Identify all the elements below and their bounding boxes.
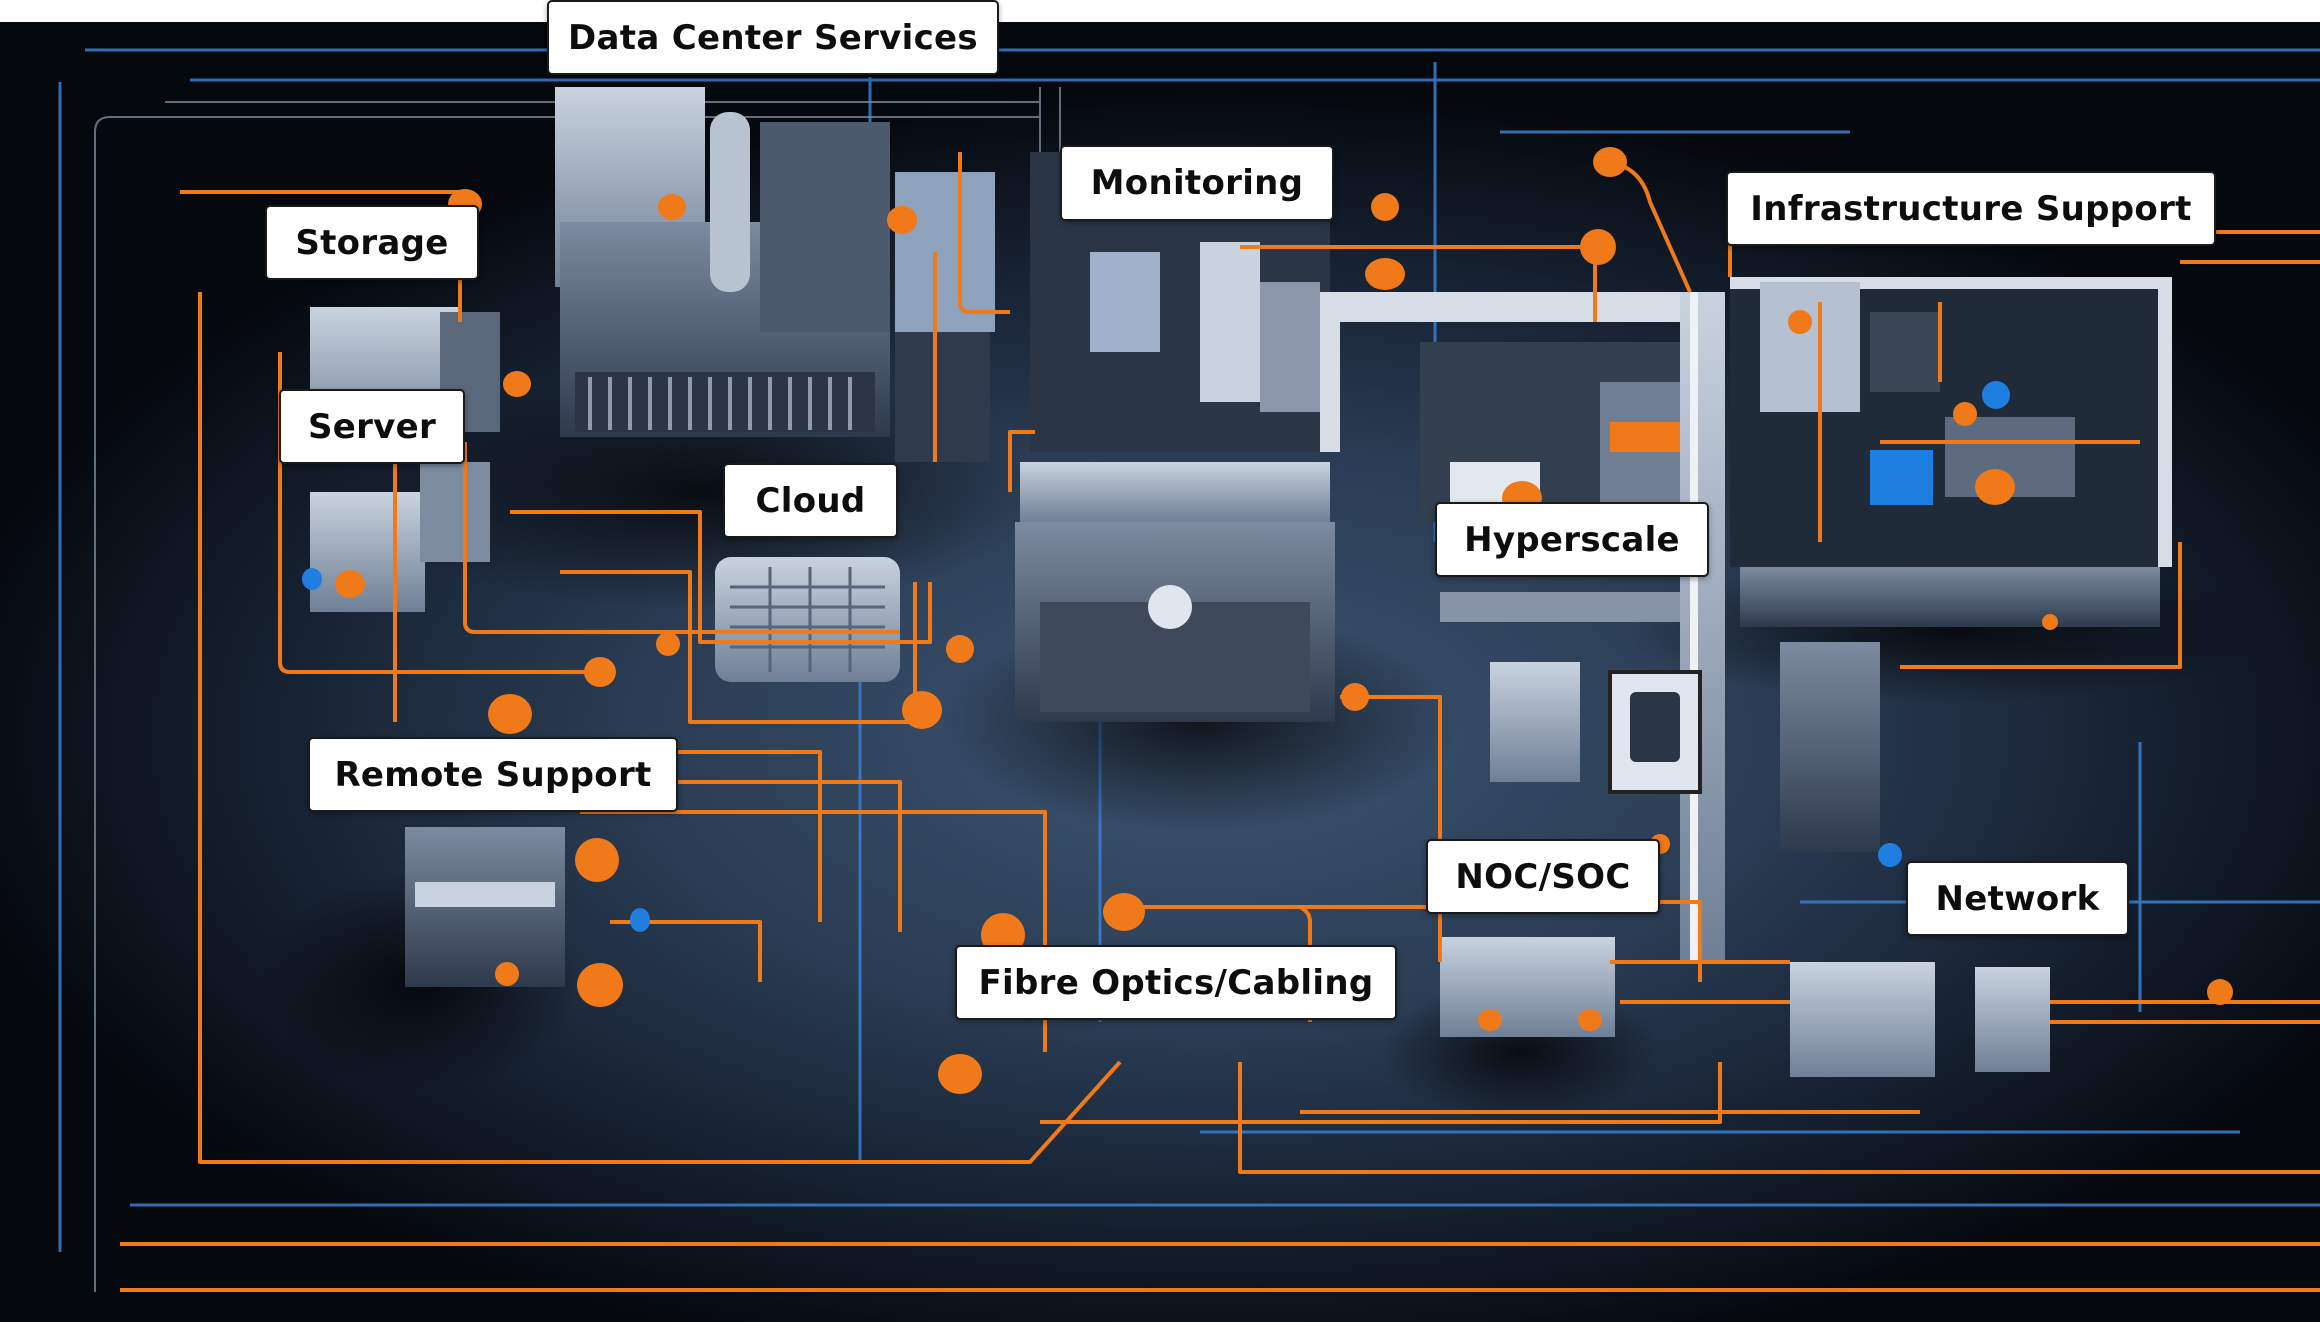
label-storage: Storage	[265, 205, 479, 280]
label-cloud: Cloud	[723, 463, 898, 538]
label-server: Server	[279, 389, 465, 464]
label-hyperscale: Hyperscale	[1435, 502, 1709, 577]
label-remote-support: Remote Support	[308, 737, 678, 812]
label-fibre-optics-cabling: Fibre Optics/Cabling	[955, 945, 1397, 1020]
datacenter-illustration	[58, 48, 2320, 1292]
label-infrastructure-support: Infrastructure Support	[1726, 171, 2216, 246]
machines	[310, 87, 2172, 1077]
label-data-center-services: Data Center Services	[547, 0, 999, 75]
label-monitoring: Monitoring	[1060, 145, 1334, 221]
blue-nodes	[302, 568, 1902, 932]
label-noc-soc: NOC/SOC	[1426, 839, 1660, 914]
label-network: Network	[1906, 861, 2129, 936]
